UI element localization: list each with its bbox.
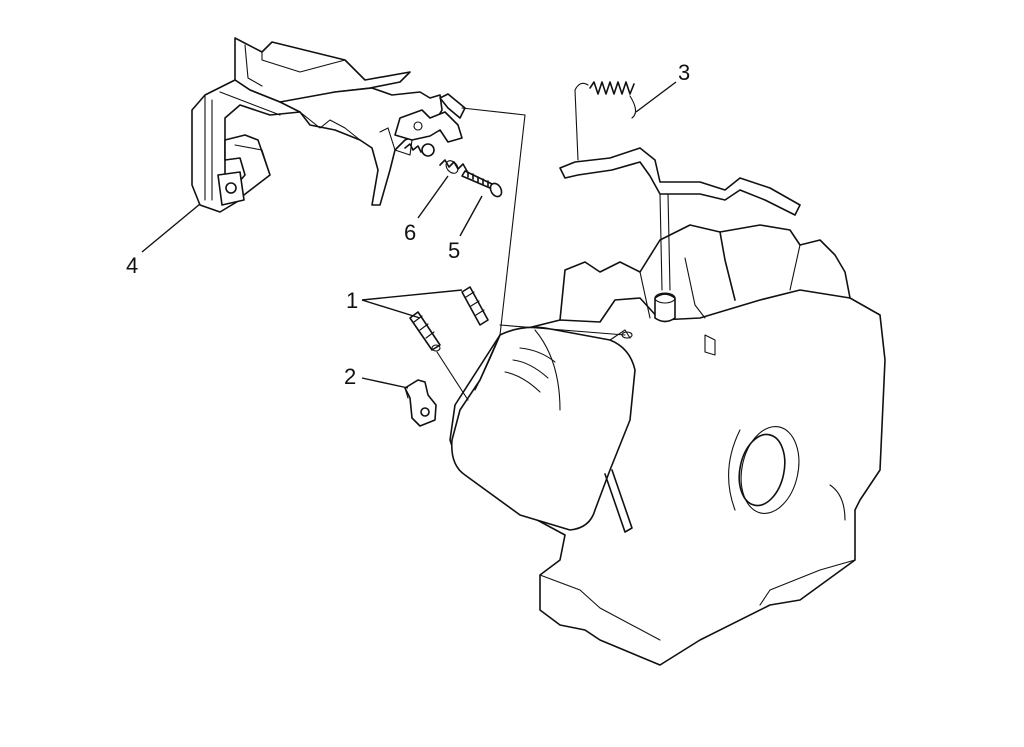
leader-1b [361,289,463,301]
spring-6 [439,159,468,174]
leader-6 [417,175,449,219]
callout-labels: 4 3 6 5 1 2 [126,60,690,389]
leader-4 [141,203,201,253]
callout-3: 3 [678,60,690,85]
leader-lines [141,81,677,401]
leader-1a [361,299,421,319]
engine-block [449,224,886,666]
callout-4: 4 [126,253,138,278]
callout-6: 6 [404,220,416,245]
callout-1: 1 [346,288,358,313]
control-bracket-4 [191,37,466,213]
spring-3 [589,81,637,119]
callout-5: 5 [448,238,460,263]
leader-2 [361,377,409,389]
screw-5 [461,170,503,198]
stud-guide-line [436,351,469,401]
governor-rod [559,82,801,291]
leader-5 [459,195,483,237]
assembly-guide-lines [461,107,626,336]
studs-1 [409,286,489,352]
clamp-2 [404,379,437,427]
callout-2: 2 [344,364,356,389]
leader-3 [635,81,677,113]
